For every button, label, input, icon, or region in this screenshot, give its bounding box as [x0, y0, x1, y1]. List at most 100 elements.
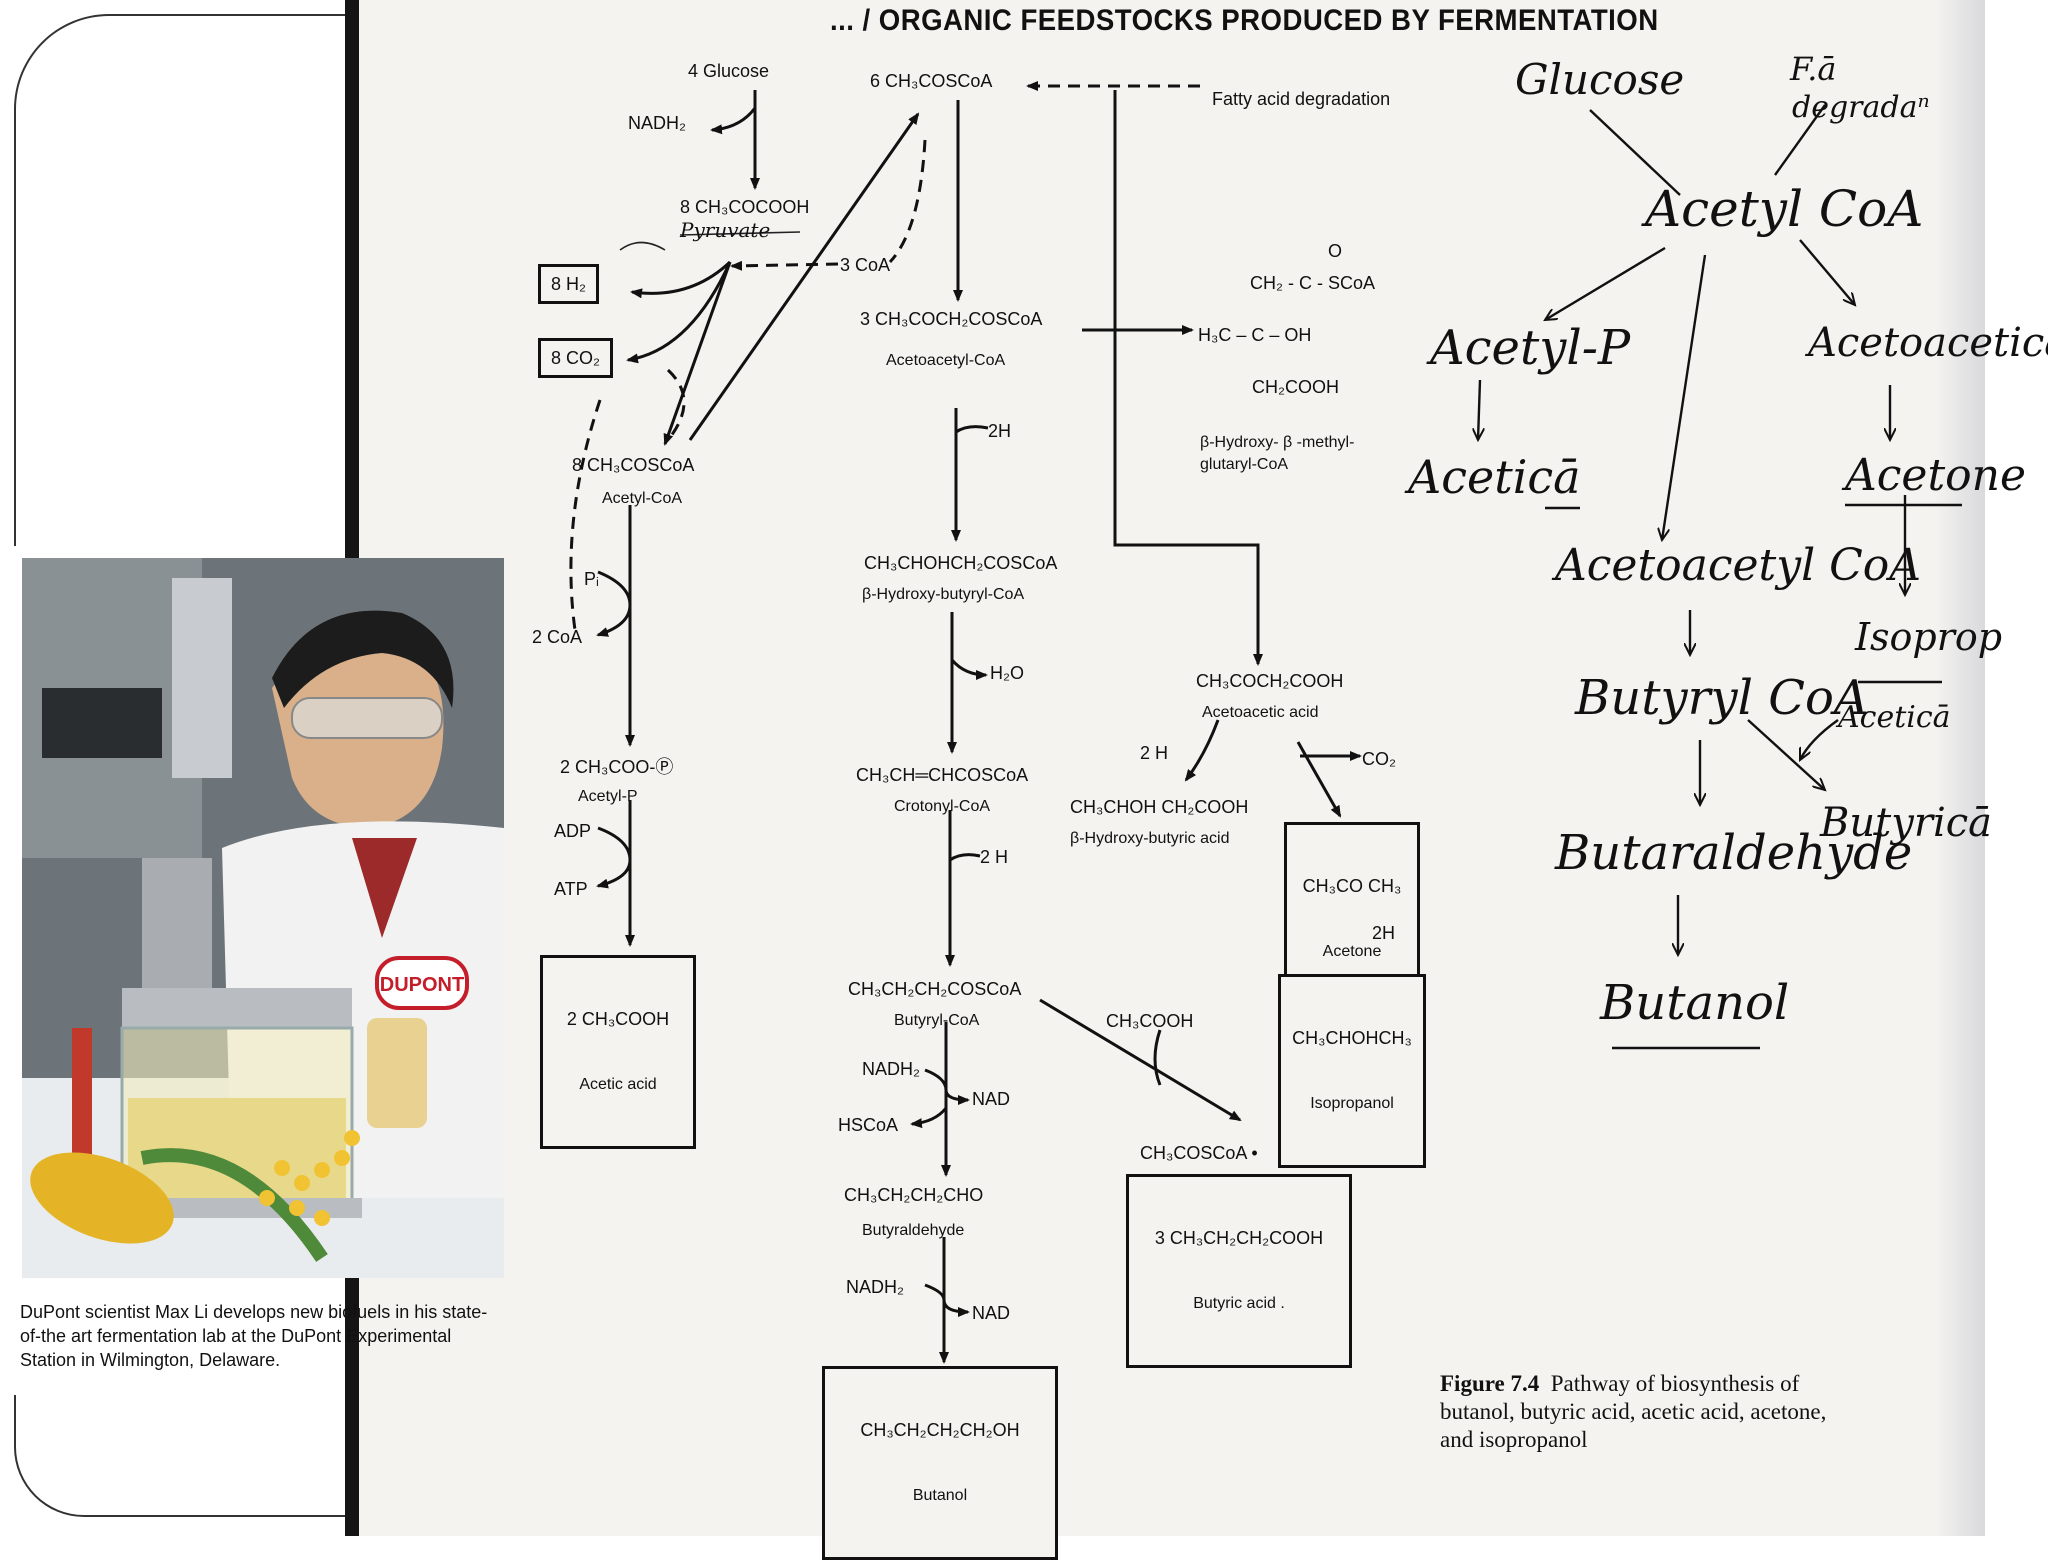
acetic-box: 2 CH₃COOH Acetic acid	[540, 955, 696, 1149]
pyruvate-formula: 8 CH₃COCOOH	[680, 197, 810, 217]
glucose-label: 4 Glucose	[688, 61, 770, 81]
two-h-label-4: 2H	[1372, 923, 1396, 943]
acetyl-coa-formula: 8 CH₃COSCoA	[572, 455, 695, 475]
crotonyl-formula: CH₃CH═CHCOSCoA	[856, 765, 1029, 785]
nad-a-label: NAD	[972, 1089, 1011, 1109]
butyryl-name: Butyryl-CoA	[894, 1012, 980, 1029]
arrow-to-hydroxybutyric	[1184, 719, 1220, 782]
hmg-name-1: β-Hydroxy- β -methyl-	[1200, 434, 1355, 451]
acetyl-coa-name: Acetyl-CoA	[602, 490, 683, 507]
hmg-name-2: glutaryl-CoA	[1200, 456, 1289, 473]
figure-caption-text: Pathway of biosynthesis of butanol, buty…	[1440, 1371, 1827, 1452]
hand-isoprop: Isoprop	[1855, 615, 2003, 659]
h2-box: 8 H₂	[538, 264, 599, 304]
arrow-acetyl-six	[688, 112, 920, 441]
arrow-co2	[626, 261, 732, 364]
acetoacetic-formula: CH₃COCH₂COOH	[1196, 671, 1344, 691]
figure-number: Figure 7.4	[1440, 1371, 1540, 1396]
hand-acetone: Acetone	[1845, 450, 2027, 501]
nadh2-a-label: NADH₂	[862, 1059, 920, 1079]
slide-frame-top	[14, 14, 346, 546]
acetic-name: Acetic acid	[579, 1076, 657, 1093]
butanol-box: CH₃CH₂CH₂CH₂OH Butanol	[822, 1366, 1058, 1560]
butyraldehyde-formula: CH₃CH₂CH₂CHO	[844, 1185, 984, 1205]
hand-glucose: Glucose	[1515, 55, 1685, 104]
co2-box: 8 CO₂	[538, 338, 613, 378]
arrow-nadh2-top	[710, 107, 757, 135]
hand-butyryl-coa: Butyryl CoA	[1575, 670, 1869, 726]
acetyl-p-name: Acetyl-P	[578, 788, 638, 805]
hand-acetic: Aceticā	[1408, 450, 1581, 504]
hand-fa-2: degradaⁿ	[1792, 90, 1930, 125]
butyric-name: Butyric acid .	[1193, 1295, 1285, 1312]
dashed-coa-left	[569, 399, 602, 631]
pi-label: Pᵢ	[584, 569, 599, 589]
h2o-label: H₂O	[990, 663, 1024, 683]
arrow-to-acetone	[1296, 741, 1342, 818]
hmg-bot: CH₂COOH	[1252, 377, 1339, 397]
hand-line-fa	[1774, 104, 1826, 176]
hand-butanol: Butanol	[1600, 975, 1790, 1031]
butyric-formula: 3 CH₃CH₂CH₂COOH	[1154, 1228, 1324, 1248]
isopropanol-formula: CH₃CHOHCH₃	[1292, 1028, 1412, 1048]
nad-b-label: NAD	[972, 1303, 1011, 1323]
arrow-to-butyric	[1039, 998, 1242, 1122]
hmg-mid: H₃C – C – OH	[1198, 325, 1312, 345]
dashed-co2-acetyl	[666, 368, 686, 441]
hydroxybutyric-formula: CH₃CHOH CH₂COOH	[1070, 797, 1249, 817]
acetoacetyl-name: Acetoacetyl-CoA	[886, 352, 1006, 369]
hand-acetoacetyl-coa: Acetoacetyl CoA	[1555, 540, 1922, 591]
acetic-in-label: CH₃COOH	[1106, 1011, 1194, 1031]
butanol-name: Butanol	[912, 1487, 968, 1504]
dupont-badge: DUPONT	[380, 974, 464, 996]
co2-small-label: CO₂	[1362, 749, 1396, 769]
hand-acetic-2: Aceticā	[1838, 700, 1951, 735]
isopropanol-name: Isopropanol	[1310, 1095, 1394, 1112]
two-coa-label: 2 CoA	[532, 627, 583, 647]
hand-butaraldehyde: Butaraldehyde	[1555, 825, 1913, 881]
two-h-label-2: 2 H	[980, 847, 1009, 867]
hydroxybutyric-name: β-Hydroxy-butyric acid	[1070, 830, 1230, 847]
page-edge-shade	[1935, 0, 1985, 1536]
acetic-formula: 2 CH₃COOH	[566, 1009, 670, 1029]
nadh2-top-label: NADH₂	[628, 113, 686, 133]
photo-caption: DuPont scientist Max Li develops new bio…	[20, 1302, 488, 1370]
hydroxybutyryl-formula: CH₃CHOHCH₂COSCoA	[864, 553, 1058, 573]
hand-acetoacetic: Acetoaceticā	[1808, 320, 2048, 366]
butanol-formula: CH₃CH₂CH₂CH₂OH	[860, 1420, 1020, 1440]
acetoacetyl-formula: 3 CH₃COCH₂COSCoA	[860, 309, 1043, 329]
hand-acetyl-p: Acetyl-P	[1430, 320, 1631, 376]
hydroxybutyryl-name: β-Hydroxy-butyryl-CoA	[862, 586, 1025, 603]
arrow-pyruvate-acetylcoa	[663, 261, 732, 446]
hand-butyric: Butyricā	[1820, 800, 1992, 846]
isopropanol-box: CH₃CHOHCH₃ Isopropanol	[1278, 974, 1426, 1168]
lab-photo: DUPONT	[22, 558, 504, 1278]
hscoa-label: HSCoA	[838, 1115, 899, 1135]
hand-line-glucose	[1589, 109, 1681, 196]
butyric-box: 3 CH₃CH₂CH₂COOH Butyric acid .	[1126, 1174, 1352, 1368]
butyryl-formula: CH₃CH₂CH₂COSCoA	[848, 979, 1022, 999]
coa3-label: 3 CoA	[840, 255, 891, 275]
figure-caption: Figure 7.4 Pathway of biosynthesis of bu…	[1440, 1370, 1860, 1454]
arrow-fatty-bracket	[1113, 90, 1263, 666]
hmg-o: O	[1328, 241, 1343, 261]
butyraldehyde-name: Butyraldehyde	[862, 1222, 965, 1239]
page-header: ... / ORGANIC FEEDSTOCKS PRODUCED BY FER…	[830, 4, 1659, 37]
hand-fa-1: F.ā	[1790, 50, 1837, 88]
two-h-label-1: 2H	[988, 421, 1012, 441]
hand-acetyl-coa: Acetyl CoA	[1645, 180, 1924, 238]
hand-loop	[619, 241, 666, 251]
lab-photo-illustration: DUPONT	[22, 558, 504, 1278]
adp-label: ADP	[554, 821, 592, 841]
acetoacetic-name: Acetoacetic acid	[1202, 704, 1319, 721]
six-acetyl-label: 6 CH₃COSCoA	[870, 71, 993, 91]
acetyl-p-formula: 2 CH₃COO-Ⓟ	[560, 757, 674, 777]
fatty-acid-label: Fatty acid degradation	[1212, 89, 1391, 109]
acetyl-out-label: CH₃COSCoA •	[1140, 1143, 1258, 1163]
two-h-label-3: 2 H	[1140, 743, 1169, 763]
slide-frame-bottom	[14, 1395, 346, 1517]
acetone-name: Acetone	[1322, 943, 1382, 960]
